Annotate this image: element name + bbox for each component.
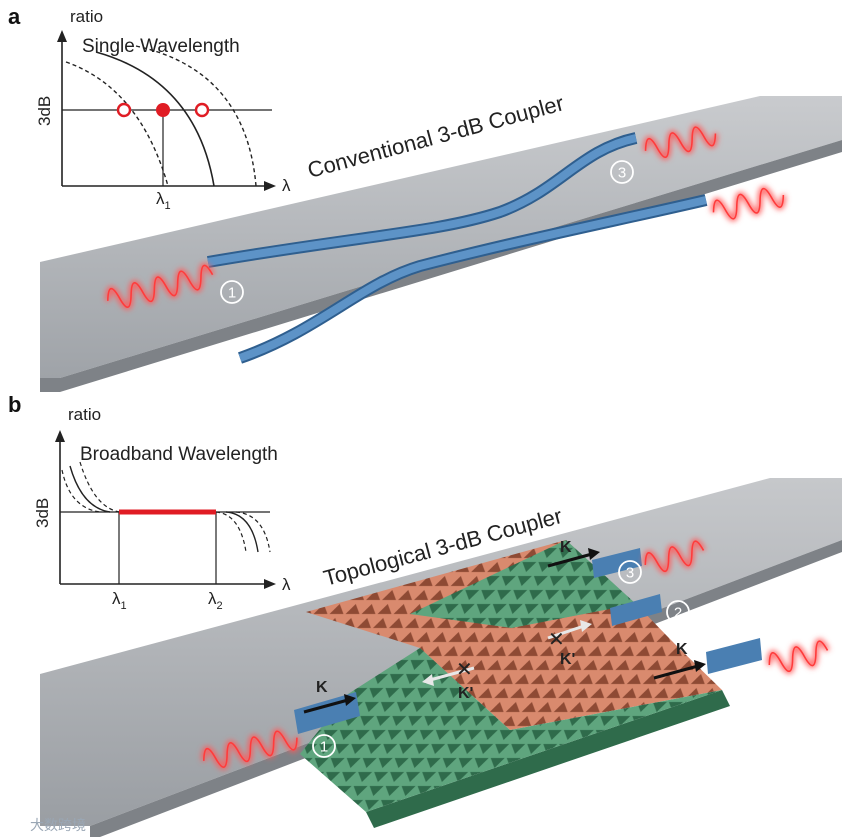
svg-text:4: 4 [686, 233, 694, 250]
port-2-a: 2 [310, 348, 334, 372]
svg-text:K': K' [458, 685, 473, 702]
svg-text:✕: ✕ [456, 659, 473, 681]
middle-orange-wedge [512, 604, 700, 716]
k-arrow-port4: K [653, 641, 706, 680]
port-3-b: 3 [618, 560, 642, 584]
panel-b: b ratio Broadband Wavelength 3dB λ λ1 λ2 [8, 392, 842, 837]
svg-text:1: 1 [320, 739, 328, 756]
svg-text:3: 3 [626, 565, 634, 582]
inset-title-b: Broadband Wavelength [80, 444, 278, 465]
y-tick-3db-b: 3dB [33, 498, 52, 528]
output-light-3-a [643, 124, 718, 160]
output-light-4-b [766, 638, 830, 674]
curve-dashed-left-a [65, 61, 169, 187]
marker-filled [156, 103, 170, 117]
port-1-a: 1 [220, 280, 244, 304]
x-tick-lambda1-a: λ1 [156, 189, 171, 212]
photonic-crystal [300, 540, 730, 828]
x-tick-lambda1-b: λ1 [112, 589, 127, 612]
svg-text:4: 4 [742, 679, 750, 696]
svg-text:K': K' [560, 651, 575, 668]
svg-text:K: K [676, 641, 688, 658]
output-light-3-b [642, 538, 706, 574]
port-1-b: 1 [312, 734, 336, 758]
port-4-a: 4 [678, 228, 702, 252]
x-tick-lambda2-b: λ2 [208, 589, 223, 612]
inset-plot-b: ratio Broadband Wavelength 3dB λ λ1 λ2 [33, 405, 291, 612]
panel-a-letter: a [8, 4, 21, 29]
y-tick-3db-a: 3dB [35, 96, 54, 126]
panel-a: a ratio Single Wavelength 3dB λ λ1 [8, 4, 842, 392]
port-3-a: 3 [610, 160, 634, 184]
k-arrow-port3: K [547, 539, 600, 568]
svg-text:2: 2 [674, 605, 682, 622]
svg-text:K: K [560, 539, 572, 556]
output-light-4-a [710, 186, 786, 222]
svg-text:K: K [316, 679, 328, 696]
watermark: 大数跨境 [30, 817, 86, 833]
waveguides-a [206, 132, 708, 364]
port-2-b: 2 [666, 600, 690, 624]
marker-open-right [194, 102, 210, 118]
svg-text:✕: ✕ [548, 629, 565, 651]
lower-crystal-region [300, 648, 722, 812]
input-light-a [105, 262, 215, 310]
x-axis-label-b: λ [282, 575, 291, 594]
svg-text:2: 2 [318, 353, 326, 370]
curve-dashed-right-a [135, 45, 257, 187]
svg-text:3: 3 [618, 165, 626, 182]
y-axis-label-b: ratio [68, 405, 101, 424]
inset-title-a: Single Wavelength [82, 36, 240, 57]
marker-open-left [116, 102, 132, 118]
x-axis-label-a: λ [282, 176, 291, 195]
inset-plot-a: ratio Single Wavelength 3dB λ λ1 [35, 7, 291, 212]
k-arrow-input: K [303, 679, 356, 714]
input-light-b [201, 728, 300, 770]
kprime-blocked-left: ✕ K' [422, 659, 475, 702]
curve-solid-a [95, 51, 215, 187]
kprime-blocked-right: ✕ K' [547, 620, 592, 668]
svg-text:1: 1 [228, 285, 236, 302]
upper-green-wedge [410, 540, 636, 628]
panel-b-letter: b [8, 392, 21, 417]
y-axis-label-a: ratio [70, 7, 103, 26]
port-4-b: 4 [734, 674, 758, 698]
